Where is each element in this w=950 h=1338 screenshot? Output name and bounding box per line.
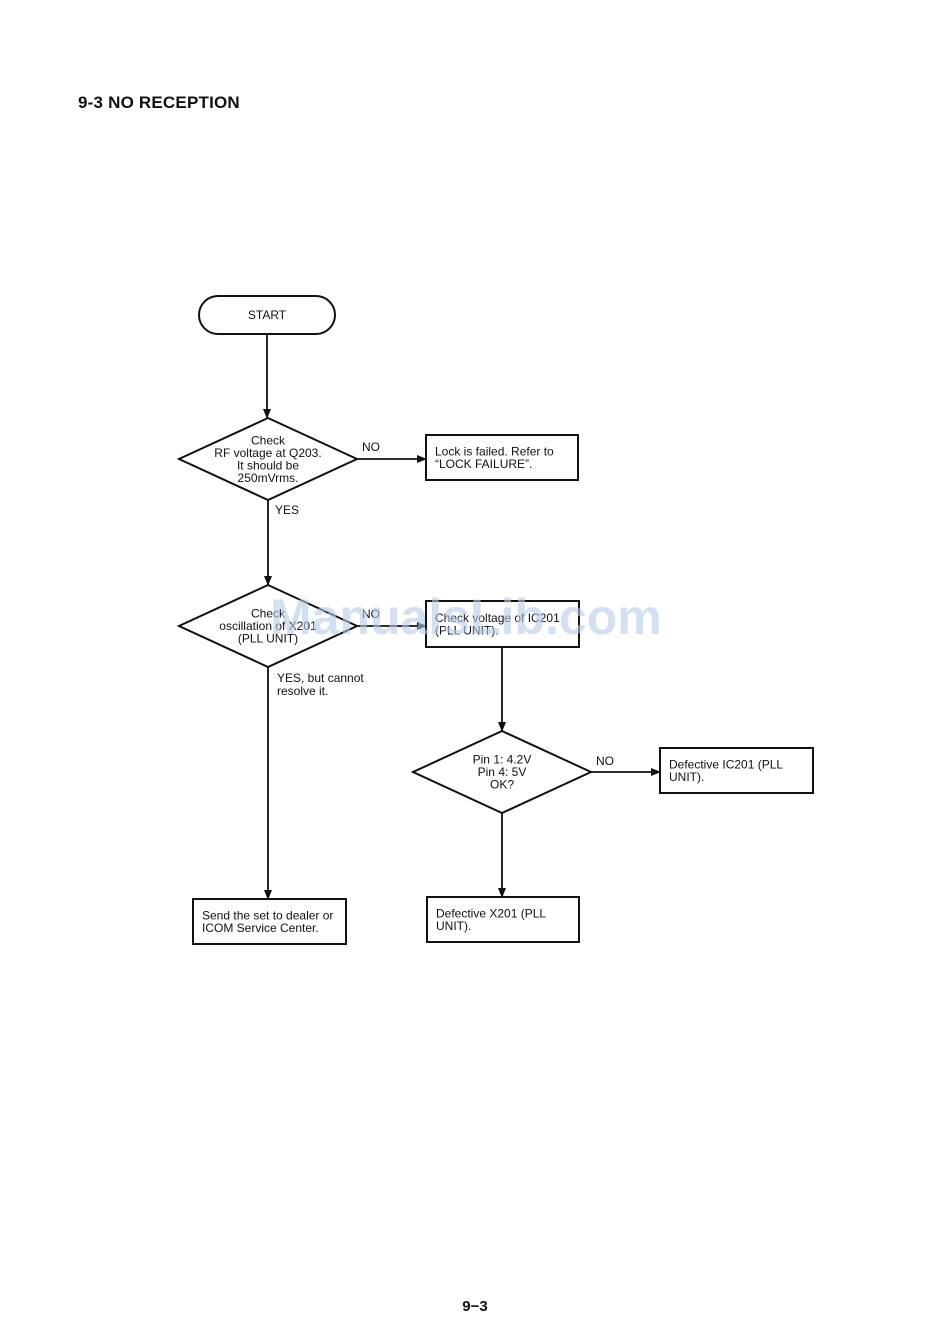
edge-check_rf-to-lock_failed: NO bbox=[357, 440, 427, 463]
node-start: START bbox=[198, 295, 336, 335]
edge-label: NO bbox=[596, 754, 614, 768]
page-number: 9−3 bbox=[462, 1298, 488, 1315]
edge-check_pins-to-defective_ic: NO bbox=[591, 754, 661, 776]
process-box bbox=[659, 747, 814, 794]
decision-diamond bbox=[176, 416, 360, 502]
edge-check_osc-to-check_ic: NO bbox=[357, 607, 427, 630]
process-box bbox=[426, 896, 580, 943]
section-heading: 9-3 NO RECEPTION bbox=[78, 93, 240, 112]
edge-label: NO bbox=[362, 440, 380, 454]
node-lock-failed: Lock is failed. Refer to“LOCK FAILURE”. bbox=[425, 434, 579, 481]
edge-label: NO bbox=[362, 607, 380, 621]
decision-diamond bbox=[410, 729, 594, 815]
node-text: START bbox=[248, 308, 287, 322]
terminal-shape bbox=[198, 295, 336, 335]
edge-check_rf-to-check_osc: YES bbox=[264, 500, 299, 586]
node-text: Check voltage of IC201(PLL UNIT). bbox=[435, 611, 560, 638]
process-box bbox=[425, 434, 579, 481]
decision-diamond bbox=[176, 583, 360, 669]
process-box bbox=[192, 898, 347, 945]
node-check-ic: Check voltage of IC201(PLL UNIT). bbox=[425, 600, 580, 648]
node-text: Lock is failed. Refer to“LOCK FAILURE”. bbox=[435, 444, 554, 471]
process-box bbox=[425, 600, 580, 648]
watermark-text: ManualsLib.com bbox=[270, 589, 662, 645]
edge-label: YES bbox=[275, 503, 299, 517]
